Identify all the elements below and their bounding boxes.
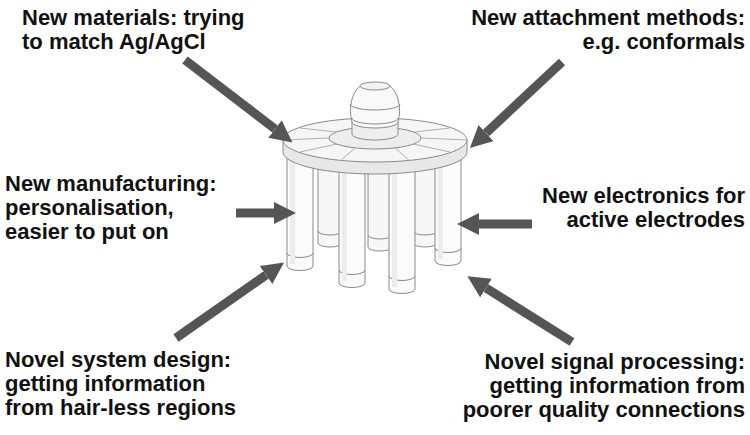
pointer-arrow [236,209,274,218]
electrode-connector [350,82,400,140]
callout-label: Novel signal processing: getting informa… [440,350,745,422]
pointer-arrow [176,60,572,342]
callout-label: New attachment methods: e.g. conformals [450,6,745,54]
pointer-arrow [185,60,275,129]
callout-label: Novel system design: getting information… [5,348,248,420]
callout-label: New manufacturing: personalisation, easi… [5,172,229,244]
callout-label: New electronics for active electrodes [520,184,745,232]
pointer-arrow [486,288,572,342]
pointer-arrow [479,220,532,229]
callout-label: New materials: trying to match Ag/AgCl [22,6,258,54]
pointer-arrow [486,62,562,133]
pointer-arrow [176,275,266,338]
